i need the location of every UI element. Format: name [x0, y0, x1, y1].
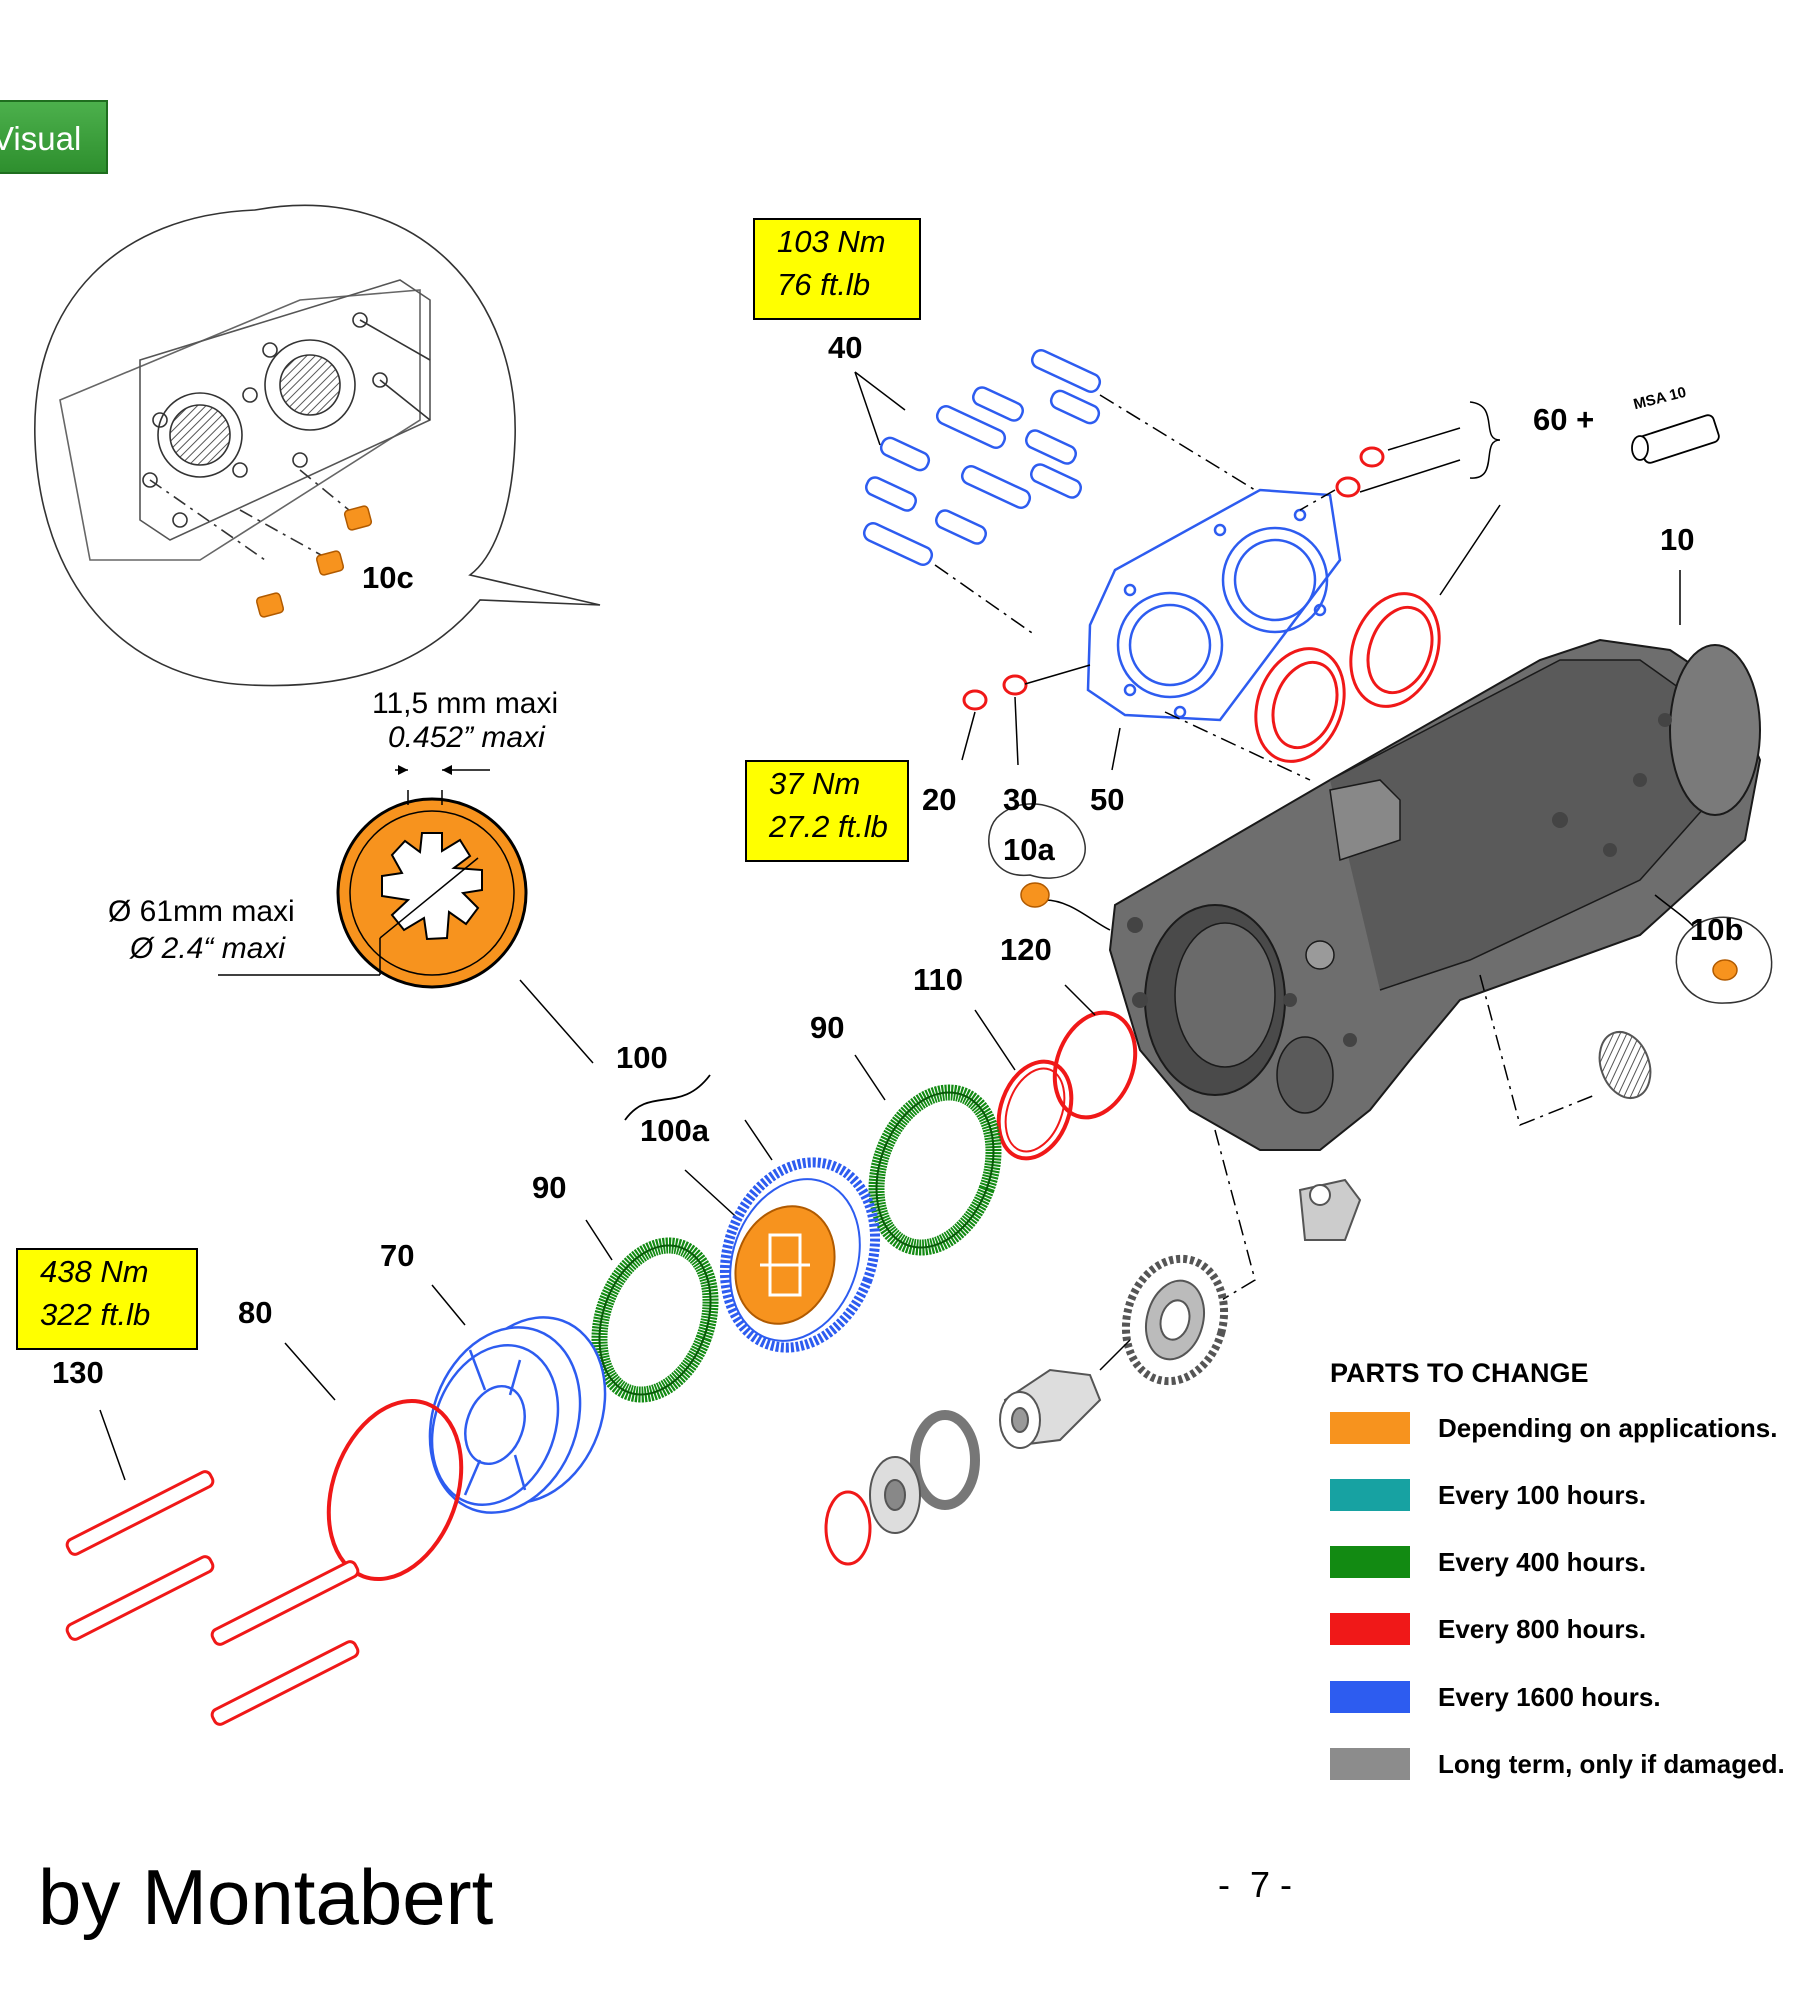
axis-line-plate	[1164, 711, 1311, 781]
legend-label: Every 800 hours.	[1438, 1614, 1647, 1644]
legend-swatch	[1330, 1546, 1410, 1578]
bracket-100	[624, 1074, 711, 1121]
visual-button[interactable]: Visual	[0, 100, 108, 174]
gray-small-parts	[1298, 1031, 1652, 1241]
legend-swatch	[1330, 1681, 1410, 1713]
detail-view-10c	[34, 204, 601, 687]
torque-box-tie-rods: 438 Nm 322 ft.lb	[16, 1248, 198, 1350]
callout-130: 130	[52, 1355, 104, 1390]
page-number: - 7 -	[1218, 1864, 1293, 1905]
red-oring-80	[326, 1398, 464, 1582]
leader-50	[1111, 727, 1121, 771]
red-small-oring	[824, 1490, 872, 1566]
callout-10c: 10c	[362, 560, 414, 595]
legend-label: Every 100 hours.	[1438, 1480, 1647, 1510]
torque-nm: 438 Nm	[40, 1254, 149, 1289]
green-bearing-90-right	[868, 1084, 1002, 1256]
gray-gear	[1121, 1254, 1229, 1386]
blue-bolts-40	[854, 349, 1256, 636]
callout-50: 50	[1090, 782, 1125, 817]
footer-brand: by Montabert	[38, 1853, 494, 1941]
legend-swatch	[1330, 1479, 1410, 1511]
ring-leaders	[99, 984, 1096, 1481]
red-tie-rods-130	[65, 1470, 360, 1726]
torque-ftlb: 76 ft.lb	[777, 267, 871, 302]
dimension-width-mm: 11,5 mm maxi	[372, 687, 559, 720]
green-bearing-90-left	[591, 1237, 719, 1403]
msa-tube-icon	[1631, 414, 1720, 464]
blue-gear-100	[719, 1157, 881, 1353]
legend-swatch	[1330, 1748, 1410, 1780]
legend-label: Every 400 hours.	[1438, 1547, 1647, 1577]
legend-swatch	[1330, 1613, 1410, 1645]
gray-coupling	[869, 1368, 1102, 1534]
red-rings-110-120	[996, 1010, 1138, 1161]
dimension-diameter-mm: Ø 61mm maxi	[108, 895, 295, 928]
torque-ftlb: 322 ft.lb	[40, 1297, 151, 1332]
blue-plate-50	[1086, 488, 1342, 722]
callout-90-left: 90	[532, 1170, 567, 1205]
detail-circle-10a	[988, 803, 1086, 908]
red-plugs	[962, 446, 1385, 711]
callout-90-right: 90	[810, 1010, 845, 1045]
torque-ftlb: 27.2 ft.lb	[769, 809, 888, 844]
torque-nm: 103 Nm	[777, 224, 886, 259]
callout-10a: 10a	[1003, 832, 1055, 867]
callout-80: 80	[238, 1295, 273, 1330]
gear-leader	[1099, 1339, 1131, 1371]
orange-plugs-10c	[255, 505, 373, 618]
legend-swatch	[1330, 1412, 1410, 1444]
dimension-width-in: 0.452” maxi	[388, 721, 545, 754]
callout-40: 40	[828, 330, 863, 365]
detail-circle-10b	[1675, 916, 1773, 1004]
callout-60: 60 +	[1533, 402, 1595, 437]
blue-piston-70	[428, 1316, 607, 1514]
callout-100: 100	[616, 1040, 668, 1075]
callout-100a: 100a	[640, 1113, 709, 1148]
leader-seals	[1439, 504, 1501, 596]
callout-30: 30	[1003, 782, 1038, 817]
callout-110: 110	[913, 962, 964, 997]
torque-box-plugs: 37 Nm 27.2 ft.lb	[745, 760, 909, 862]
red-seals-10	[1254, 592, 1441, 763]
housing-body-10	[1108, 638, 1762, 1151]
legend-title: PARTS TO CHANGE	[1330, 1358, 1589, 1388]
callout-120: 120	[1000, 932, 1052, 967]
legend-label: Depending on applications.	[1438, 1413, 1778, 1443]
dimension-diameter-in: Ø 2.4“ maxi	[130, 932, 286, 965]
callout-20: 20	[922, 782, 957, 817]
callout-10: 10	[1660, 522, 1695, 557]
callout-70: 70	[380, 1238, 415, 1273]
torque-nm: 37 Nm	[769, 766, 861, 801]
legend-label: Long term, only if damaged.	[1438, 1749, 1785, 1779]
plug-leaders	[961, 401, 1501, 766]
torque-box-bolts: 103 Nm 76 ft.lb	[753, 218, 921, 320]
spline-ring-detail	[218, 765, 594, 1064]
legend-label: Every 1600 hours.	[1438, 1682, 1661, 1712]
callout-10b: 10b	[1690, 912, 1744, 947]
